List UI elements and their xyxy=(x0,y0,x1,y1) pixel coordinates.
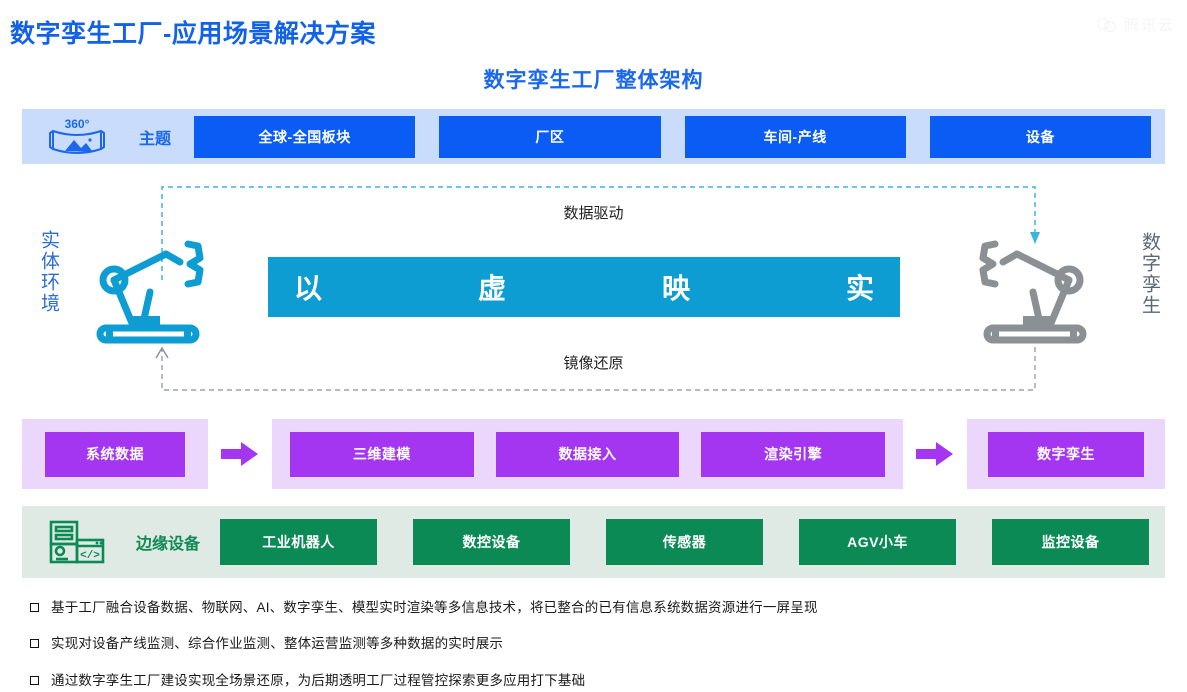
mirror-restore-caption: 镜像还原 xyxy=(563,355,624,372)
arrow-right-icon xyxy=(916,442,953,466)
svg-text:</>: </> xyxy=(80,550,100,562)
theme-label: 主题 xyxy=(138,130,171,148)
pipeline-source-panel: 系统数据 xyxy=(22,419,208,489)
bullet-list: 基于工厂融合设备数据、物联网、AI、数字孪生、模型实时渲染等多信息技术，将已整合… xyxy=(30,598,1170,692)
edge-device-band: </> 边缘设备 工业机器人 数控设备 传感器 AGV小车 监控设备 xyxy=(22,506,1165,578)
theme-button-plant[interactable]: 厂区 xyxy=(439,115,661,158)
pipeline-stage-render-engine[interactable]: 渲染引擎 xyxy=(701,431,886,477)
robot-arm-icon xyxy=(92,232,214,355)
virtual-mirrors-real-bar: 以 虚 映 实 xyxy=(268,257,900,317)
flow-word-2: 虚 xyxy=(478,273,507,304)
edge-device-agv[interactable]: AGV小车 xyxy=(799,519,956,565)
theme-button-group: 全球-全国板块 厂区 车间-产线 设备 xyxy=(194,115,1165,158)
mirror-area: 实体环境 数字孪生 xyxy=(0,172,1187,402)
page-title: 数字孪生工厂-应用场景解决方案 xyxy=(10,20,376,48)
bullet-text: 实现对设备产线监测、综合作业监测、整体运营监测等多种数据的实时展示 xyxy=(51,636,504,652)
digital-twin-label: 数字孪生 xyxy=(1139,232,1160,316)
pipeline-source-system-data[interactable]: 系统数据 xyxy=(45,431,185,477)
dashed-flow-routes xyxy=(155,186,1040,391)
edge-device-sensor[interactable]: 传感器 xyxy=(606,519,763,565)
panorama-360-icon: 360° xyxy=(38,115,116,159)
edge-device-industrial-robot[interactable]: 工业机器人 xyxy=(220,519,377,565)
edge-device-button-group: 工业机器人 数控设备 传感器 AGV小车 监控设备 xyxy=(220,519,1165,565)
list-item: 基于工厂融合设备数据、物联网、AI、数字孪生、模型实时渲染等多信息技术，将已整合… xyxy=(30,598,1170,618)
physical-env-label: 实体环境 xyxy=(38,230,59,314)
pipeline-stage-data-ingest[interactable]: 数据接入 xyxy=(495,431,680,477)
watermark-label: 腾讯云 xyxy=(1123,17,1175,34)
arrow-right-icon xyxy=(221,442,258,466)
edge-device-monitoring[interactable]: 监控设备 xyxy=(992,519,1149,565)
subtitle: 数字孪生工厂整体架构 xyxy=(483,69,704,92)
bullet-text: 通过数字孪生工厂建设实现全场景还原，为后期透明工厂过程管控探索更多应用打下基础 xyxy=(51,672,586,688)
list-item: 通过数字孪生工厂建设实现全场景还原，为后期透明工厂过程管控探索更多应用打下基础 xyxy=(30,671,1170,691)
bullet-square-icon xyxy=(30,603,39,612)
robot-arm-mirrored-icon xyxy=(969,232,1091,355)
theme-button-equipment[interactable]: 设备 xyxy=(929,115,1151,158)
edge-device-cnc[interactable]: 数控设备 xyxy=(413,519,570,565)
pipeline-result-panel: 数字孪生 xyxy=(967,419,1165,489)
theme-button-global[interactable]: 全球-全国板块 xyxy=(194,115,416,158)
flow-word-3: 映 xyxy=(662,273,691,304)
list-item: 实现对设备产线监测、综合作业监测、整体运营监测等多种数据的实时展示 xyxy=(30,634,1170,654)
pipeline-result-digital-twin[interactable]: 数字孪生 xyxy=(988,431,1144,477)
pipeline-arrow-2 xyxy=(903,419,967,489)
bullet-square-icon xyxy=(30,675,39,685)
pipeline-stage-3d-modeling[interactable]: 三维建模 xyxy=(290,431,474,477)
flow-word-4: 实 xyxy=(846,273,875,304)
cloud-icon xyxy=(1097,17,1116,32)
pipeline-row: 系统数据 三维建模 数据接入 渲染引擎 数字孪生 xyxy=(22,419,1165,489)
bullet-text: 基于工厂融合设备数据、物联网、AI、数字孪生、模型实时渲染等多信息技术，将已整合… xyxy=(51,600,818,615)
pipeline-stages-panel: 三维建模 数据接入 渲染引擎 xyxy=(272,419,903,489)
pipeline-arrow-1 xyxy=(208,419,272,489)
svg-text:360°: 360° xyxy=(65,117,90,131)
edge-device-icon: </> xyxy=(36,518,116,566)
bullet-square-icon xyxy=(30,639,39,649)
flow-word-1: 以 xyxy=(294,273,323,304)
theme-button-workshop-line[interactable]: 车间-产线 xyxy=(684,115,906,158)
theme-band: 360° 主题 全球-全国板块 厂区 车间-产线 设备 xyxy=(22,109,1165,164)
watermark: 腾讯云 xyxy=(1096,14,1175,35)
edge-device-label: 边缘设备 xyxy=(135,536,200,553)
data-driven-caption: 数据驱动 xyxy=(563,205,624,222)
